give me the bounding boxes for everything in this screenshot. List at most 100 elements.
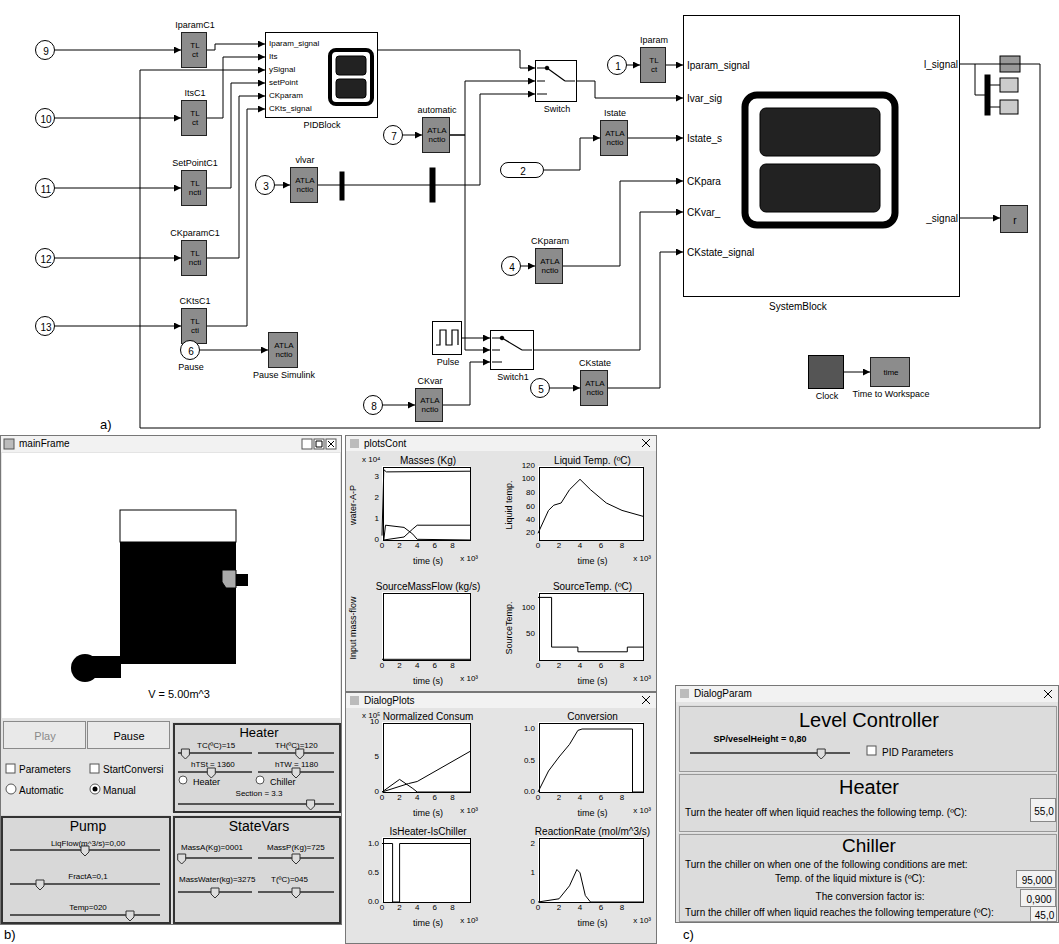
- tick-label: 4: [415, 542, 419, 551]
- plot-curve: [382, 844, 470, 903]
- node-text: Iparam_signal: [687, 60, 750, 71]
- function-block: vlvarATLA nctio: [290, 167, 318, 203]
- tick-label: 0.0: [368, 898, 379, 907]
- slider-thumb: [207, 768, 215, 778]
- slider-track: [690, 752, 850, 754]
- function-block: CKstateATLA nctio: [580, 370, 608, 406]
- node-text: Time to Workspace: [852, 390, 929, 400]
- figure-label: c): [683, 928, 694, 942]
- node-text: Iparam_signal: [269, 40, 319, 49]
- node-text: CKpara: [687, 176, 721, 187]
- tick-label: 0: [375, 536, 379, 545]
- tick-label: 8: [620, 662, 624, 671]
- tick-label: 0: [375, 788, 379, 797]
- inport-circle: 11: [35, 178, 55, 198]
- node-text: ATLA nctio: [417, 397, 443, 415]
- app-window: plotsContMasses (Kg)time (s)x 10³water-A…: [345, 435, 657, 692]
- node-text: Istate_s: [687, 133, 722, 144]
- node-text: 6: [188, 346, 194, 357]
- slider-thumb: [126, 911, 134, 921]
- node-text: _signal: [926, 213, 958, 224]
- node-text: r: [1013, 215, 1016, 226]
- settings-panel: HeaterTurn the heater off when liquid re…: [679, 774, 1057, 832]
- node-text: CKparam: [531, 237, 569, 247]
- node-text: ReactionRate (mol/m^3/s): [535, 826, 650, 837]
- simulink-block: Iparam_signalItsySignalsetPointCKparamCK…: [265, 32, 378, 118]
- signal-wire: [207, 109, 265, 326]
- signal-wire: [462, 338, 490, 339]
- tick-label: 4: [578, 904, 582, 913]
- inport-circle: 9: [35, 40, 55, 60]
- tick-label: 2: [375, 493, 379, 502]
- node-text: hTSt = 1360: [191, 761, 235, 770]
- tick-label: 0: [536, 794, 540, 803]
- signal-wire: [55, 258, 181, 259]
- gui-windows: [0, 436, 1059, 944]
- node-text: automatic: [417, 106, 456, 116]
- node-text: Switch: [544, 105, 571, 115]
- node-text: time (s): [578, 557, 608, 567]
- inport-circle: 5: [530, 378, 550, 398]
- node-text: Clock: [816, 392, 839, 402]
- node-text: SystemBlock: [769, 301, 827, 312]
- node-text: Normalized Consum: [383, 711, 474, 722]
- function-block: CKparamATLA nctio: [535, 248, 563, 284]
- node-text: setPoint: [269, 79, 298, 88]
- tick-label: 100: [522, 603, 535, 612]
- node-text: Level Controller: [799, 709, 939, 731]
- node-text: TL ncti: [183, 180, 207, 198]
- plot-area: [382, 837, 470, 902]
- node-text: x 10³: [460, 917, 478, 926]
- node-text: MassP(Kg)=725: [267, 844, 325, 853]
- signal-wire: [534, 212, 683, 350]
- plot-axes: Masses (Kg)time (s)x 10³water-A-Px 10⁴: [383, 467, 471, 541]
- tick-label: 6: [433, 794, 437, 803]
- slider-thumb: [817, 749, 825, 759]
- plot-area: [538, 722, 643, 792]
- node-text: time (s): [413, 919, 443, 929]
- tick-label: 0: [536, 662, 540, 671]
- inport-circle: 8: [363, 395, 383, 415]
- function-block: ItsC1TL ct: [181, 100, 207, 136]
- node-text: V = 5.00m^3: [148, 688, 210, 700]
- control-panel: PumpLiqFlow(m^3/s)=0,00FractA=0,1Temp=02…: [1, 816, 171, 924]
- plot-curve: [384, 525, 470, 540]
- node-text: MassWater(kg)=3275: [179, 876, 255, 885]
- push-button: Pause: [87, 721, 170, 749]
- tick-label: 8: [620, 542, 624, 551]
- tick-label: 1.0: [524, 725, 535, 734]
- function-block: timeTime to Workspace: [870, 357, 910, 387]
- slider-thumb: [178, 854, 186, 864]
- slider-thumb: [292, 768, 300, 778]
- node-text: The conversion factor is:: [816, 891, 925, 902]
- tick-label: 6: [433, 662, 437, 671]
- node-text: x 10³: [460, 807, 478, 816]
- tick-label: 120: [522, 462, 535, 471]
- tick-label: 4: [578, 542, 582, 551]
- tick-label: 2: [397, 904, 401, 913]
- tick-label: 4: [415, 904, 419, 913]
- node-text: 7: [391, 131, 397, 142]
- slider-track: [10, 883, 160, 885]
- node-text: ItsC1: [184, 89, 205, 99]
- tick-label: 8: [450, 542, 454, 551]
- plot-curve: [382, 659, 470, 660]
- node-text: PIDBlock: [303, 121, 340, 131]
- slider-thumb: [211, 888, 219, 898]
- node-text: SourceTemp. (ºC): [553, 581, 632, 592]
- tick-label: 0.5: [368, 868, 379, 877]
- number-field: 95,000: [1016, 870, 1056, 888]
- node-text: TC(ºC)=15: [197, 742, 235, 751]
- node-text: Temp=020: [69, 904, 107, 913]
- node-text: ATLA nctio: [270, 342, 298, 360]
- node-text: T(ºC)=045: [271, 876, 308, 885]
- tick-label: 0: [380, 794, 384, 803]
- plot-axes: Liquid Temp. (ºC)time (s)x 10³Liquid tem…: [539, 467, 644, 541]
- push-button: Play: [3, 721, 86, 749]
- node-text: Pause Simulink: [253, 371, 315, 381]
- node-text: Pulse: [437, 358, 460, 368]
- plot-axes: SourceTemp. (ºC)time (s)x 10³SourceTemp.: [539, 593, 644, 661]
- node-text: TH(ºC)=120: [275, 742, 318, 751]
- function-block: automaticATLA nctio: [422, 117, 450, 153]
